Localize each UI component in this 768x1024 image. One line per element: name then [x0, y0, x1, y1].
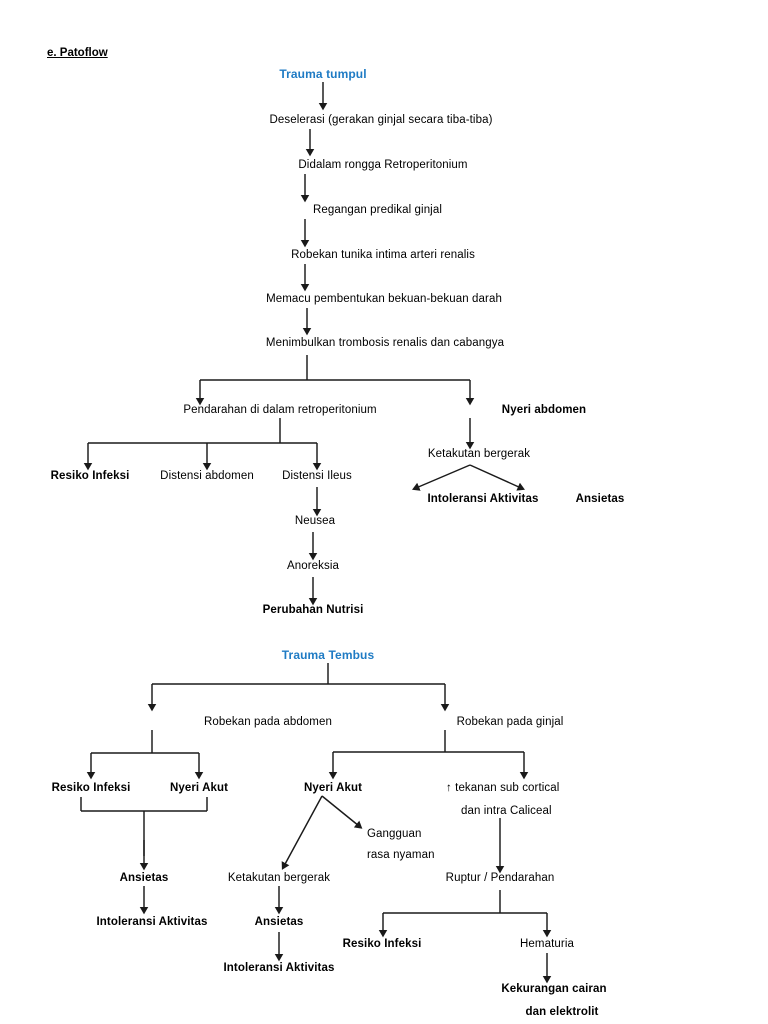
node-ketakutan-bergerak-1: Ketakutan bergerak — [427, 448, 531, 460]
node-trauma-tembus: Trauma Tembus — [281, 648, 375, 662]
node-anoreksia: Anoreksia — [286, 560, 340, 572]
node-intoleransi-aktivitas-3: Intoleransi Aktivitas — [223, 962, 335, 974]
node-nyeri-abdomen: Nyeri abdomen — [501, 404, 587, 416]
node-resiko-infeksi-1: Resiko Infeksi — [50, 470, 130, 482]
node-trauma-tumpul: Trauma tumpul — [279, 67, 367, 81]
page-heading: e. Patoflow — [47, 47, 108, 59]
node-resiko-infeksi-2: Resiko Infeksi — [51, 782, 131, 794]
node-intoleransi-aktivitas-2: Intoleransi Aktivitas — [96, 916, 208, 928]
node-distensi-abdomen: Distensi abdomen — [160, 470, 254, 482]
node-deselerasi: Deselerasi (gerakan ginjal secara tiba-t… — [269, 114, 493, 126]
node-nyeri-akut-1: Nyeri Akut — [169, 782, 229, 794]
node-robekan-ginjal: Robekan pada ginjal — [456, 716, 564, 728]
node-gangguan: Gangguan — [367, 828, 422, 840]
node-pendarahan-retroperitonium: Pendarahan di dalam retroperitonium — [183, 404, 377, 416]
node-ketakutan-bergerak-2: Ketakutan bergerak — [227, 872, 331, 884]
node-perubahan-nutrisi: Perubahan Nutrisi — [262, 604, 364, 616]
node-nyeri-akut-2: Nyeri Akut — [303, 782, 363, 794]
node-kekurangan-cairan-line2: dan elektrolit — [525, 1006, 599, 1018]
node-ansietas-1: Ansietas — [575, 493, 625, 505]
node-regangan-predikal: Regangan predikal ginjal — [313, 204, 442, 216]
node-didalam-rongga: Didalam rongga Retroperitonium — [298, 159, 468, 171]
node-hematuria: Hematuria — [520, 938, 574, 950]
node-intoleransi-aktivitas-1: Intoleransi Aktivitas — [427, 493, 539, 505]
node-robekan-tunika: Robekan tunika intima arteri renalis — [291, 249, 475, 261]
node-ruptur-pendarahan: Ruptur / Pendarahan — [445, 872, 555, 884]
node-ansietas-2: Ansietas — [119, 872, 169, 884]
node-robekan-abdomen: Robekan pada abdomen — [204, 716, 332, 728]
node-distensi-ileus: Distensi Ileus — [282, 470, 352, 482]
node-menimbulkan-trombosis: Menimbulkan trombosis renalis dan cabang… — [265, 337, 505, 349]
node-tekanan-sub-cortical-line2: dan intra Caliceal — [461, 805, 552, 817]
node-gangguan-line2: rasa nyaman — [367, 849, 435, 861]
node-tekanan-sub-cortical: ↑ tekanan sub cortical — [446, 782, 560, 794]
node-kekurangan-cairan: Kekurangan cairan — [501, 983, 607, 995]
node-neusea: Neusea — [294, 515, 336, 527]
node-resiko-infeksi-3: Resiko Infeksi — [342, 938, 422, 950]
node-memacu-pembentukan: Memacu pembentukan bekuan-bekuan darah — [266, 293, 502, 305]
node-ansietas-3: Ansietas — [254, 916, 304, 928]
